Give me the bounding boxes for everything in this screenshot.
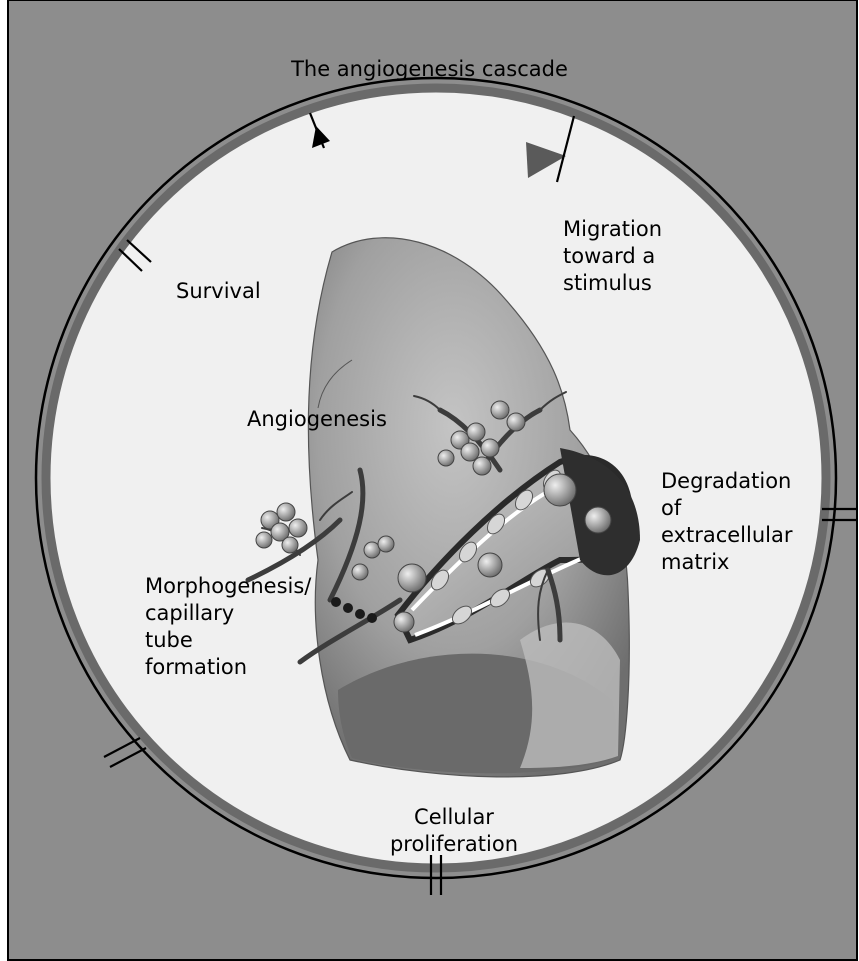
stage-label-degradation: Degradation of extracellular matrix	[661, 468, 793, 576]
stage-label-survival: Survival	[176, 278, 261, 305]
tissue-lobe	[520, 623, 620, 768]
stage-label-morphogenesis: Morphogenesis/ capillary tube formation	[145, 573, 311, 681]
diagram-title: The angiogenesis cascade	[0, 56, 859, 83]
stage-label-migration: Migration toward a stimulus	[563, 216, 662, 297]
center-label-angiogenesis: Angiogenesis	[247, 406, 387, 433]
stage-label-proliferation: Cellular proliferation	[369, 804, 539, 858]
